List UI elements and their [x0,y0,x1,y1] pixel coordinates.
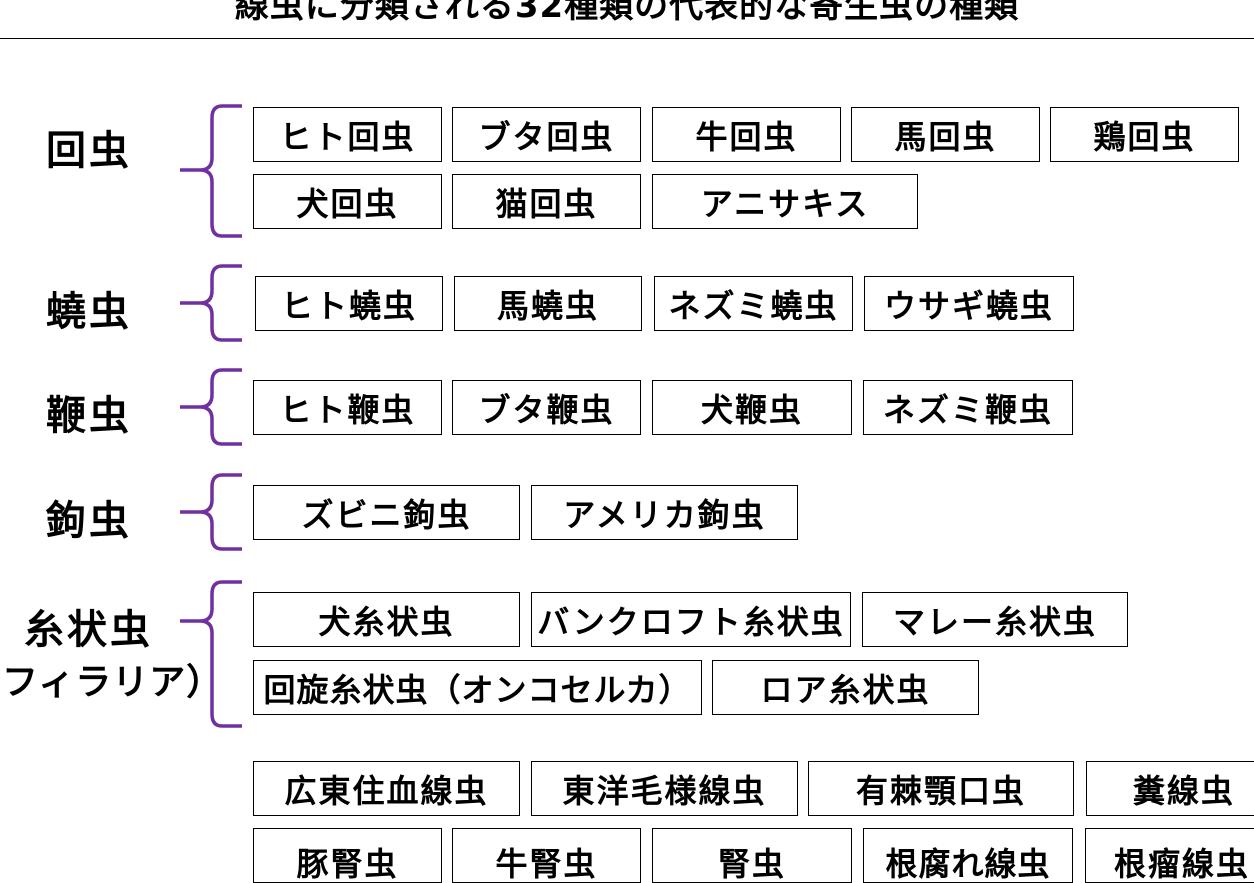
item-box: ズビニ鉤虫 [253,485,520,540]
item-box: ヒト回虫 [253,107,442,162]
item-box: ロア糸状虫 [712,660,979,715]
item-box: 腎虫 [652,828,852,883]
item-box: 犬鞭虫 [652,380,852,435]
item-box: 糞線虫 [1086,761,1254,816]
category-sublabel-filaria: フィラリア） [2,662,224,703]
item-box: 東洋毛様線虫 [531,761,798,816]
item-box: ヒト蟯虫 [255,276,443,331]
item-box: 馬蟯虫 [454,276,642,331]
item-box: バンクロフト糸状虫 [531,592,851,647]
page-title: 線虫に分類される32種類の代表的な寄生虫の種類 [234,0,1020,26]
item-box: ネズミ蟯虫 [654,276,853,331]
brace-gyochu [180,264,242,342]
item-box: マレー糸状虫 [862,592,1128,647]
item-box: アニサキス [652,174,918,229]
item-box: ブタ回虫 [452,107,641,162]
category-label-kaichu: 回虫 [46,128,132,174]
item-box: 犬回虫 [253,174,442,229]
item-box: アメリカ鉤虫 [531,485,798,540]
category-label-benchu: 鞭虫 [46,393,132,439]
category-label-shijochu: 糸状虫 [24,607,153,653]
brace-kaichu [180,104,242,238]
item-box: 牛腎虫 [452,828,641,883]
category-label-gyochu: 蟯虫 [46,289,132,335]
item-box: 猫回虫 [452,174,641,229]
item-box: 有棘顎口虫 [808,761,1074,816]
item-box: ウサギ蟯虫 [864,276,1074,331]
item-box: 犬糸状虫 [253,592,520,647]
category-label-kochu: 鉤虫 [46,498,132,544]
item-box: 馬回虫 [851,107,1040,162]
item-box: 鶏回虫 [1050,107,1239,162]
item-box: 豚腎虫 [253,828,442,883]
item-box: 広東住血線虫 [253,761,520,816]
brace-shijochu [180,580,242,728]
item-box: ヒト鞭虫 [253,380,442,435]
item-box: 根瘤線虫 [1085,828,1254,883]
item-box: ネズミ鞭虫 [863,380,1073,435]
item-box: ブタ鞭虫 [452,380,641,435]
item-box: 根腐れ線虫 [863,828,1073,883]
item-box: 回旋糸状虫（オンコセルカ） [253,660,702,715]
item-box: 牛回虫 [652,107,841,162]
brace-benchu [180,368,242,446]
title-divider [0,38,1254,39]
brace-kochu [180,473,242,551]
